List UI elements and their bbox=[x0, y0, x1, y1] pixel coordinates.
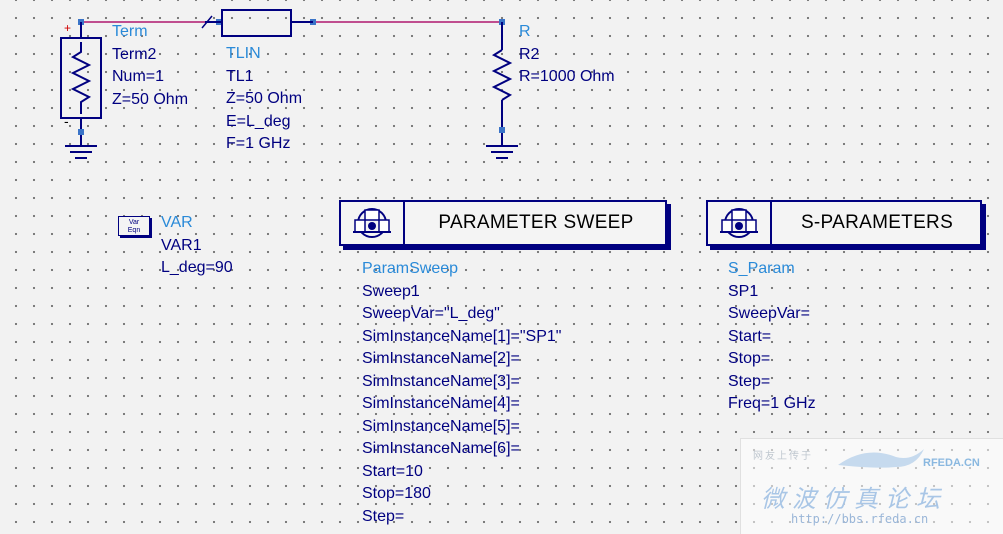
resistor-symbol bbox=[486, 22, 518, 159]
s-param-step: Step= bbox=[728, 372, 771, 390]
param-sweep-type-label: ParamSweep bbox=[362, 260, 459, 277]
term-instance-label: Term2 bbox=[112, 45, 157, 63]
param-sweep-sim-instance-6: SimInstanceName[6]= bbox=[362, 440, 520, 457]
tlin-param-e: E=L_deg bbox=[226, 112, 291, 130]
param-sweep-sim-instance-3: SimInstanceName[3]= bbox=[362, 372, 520, 390]
param-sweep-sim-instance-1: SimInstanceName[1]="SP1" bbox=[362, 327, 562, 345]
watermark-forum-name: 微波仿真论坛 bbox=[761, 485, 947, 513]
var-component-labels[interactable]: VAR VAR1 L_deg=90 bbox=[161, 212, 233, 280]
tlin-type-label: TLIN bbox=[226, 45, 261, 62]
watermark-upload-text: 网友上传于 bbox=[753, 451, 813, 462]
param-sweep-sweepvar: SweepVar="L_deg" bbox=[362, 305, 500, 322]
term-type-label: Term bbox=[112, 23, 148, 40]
tlin-component-labels[interactable]: TLIN TL1 Z=50 Ohm E=L_deg F=1 GHz bbox=[226, 43, 302, 156]
var-instance-label: VAR1 bbox=[161, 236, 202, 254]
var-param-l-deg: L_deg=90 bbox=[161, 259, 233, 276]
param-sweep-stop: Stop=180 bbox=[362, 485, 431, 502]
param-sweep-controller[interactable]: PARAMETER SWEEP bbox=[339, 200, 667, 246]
param-sweep-start: Start=10 bbox=[362, 462, 423, 480]
term-component-labels[interactable]: Term Term2 Num=1 Z=50 Ohm bbox=[112, 21, 188, 111]
watermark-brand: RFEDA.CN bbox=[923, 457, 980, 469]
term-minus-marker: - bbox=[64, 113, 69, 129]
var-type-label: VAR bbox=[161, 214, 193, 231]
site-watermark: 网友上传于 RFEDA.CN 微波仿真论坛 http://bbs.rfeda.c… bbox=[740, 438, 1003, 534]
resistor-component-labels[interactable]: R R2 R=1000 Ohm bbox=[519, 21, 615, 89]
s-parameters-controller[interactable]: S-PARAMETERS bbox=[706, 200, 982, 246]
bird-logo-icon bbox=[838, 449, 924, 468]
param-sweep-labels[interactable]: ParamSweep Sweep1 SweepVar="L_deg" SimIn… bbox=[362, 258, 561, 528]
term-plus-marker: + bbox=[64, 21, 72, 35]
param-sweep-sim-instance-4: SimInstanceName[4]= bbox=[362, 395, 520, 412]
var-eqn-icon[interactable]: Var Eqn bbox=[118, 216, 150, 236]
resistor-param-r: R=1000 Ohm bbox=[519, 68, 615, 85]
s-param-sweepvar: SweepVar= bbox=[728, 305, 810, 322]
term-param-num: Num=1 bbox=[112, 68, 165, 85]
param-sweep-sim-instance-5: SimInstanceName[5]= bbox=[362, 417, 520, 435]
tlin-symbol bbox=[201, 9, 313, 37]
param-sweep-step: Step= bbox=[362, 507, 405, 525]
watermark-url: http://bbs.rfeda.cn bbox=[791, 512, 929, 526]
param-sweep-title: PARAMETER SWEEP bbox=[438, 212, 634, 233]
s-param-stop: Stop= bbox=[728, 350, 771, 367]
tlin-instance-label: TL1 bbox=[226, 67, 254, 85]
s-param-start: Start= bbox=[728, 327, 772, 345]
s-param-instance-label: SP1 bbox=[728, 282, 759, 300]
param-sweep-sim-instance-2: SimInstanceName[2]= bbox=[362, 350, 520, 367]
resistor-instance-label: R2 bbox=[519, 45, 540, 63]
sim-controller-icon bbox=[341, 202, 405, 244]
s-param-type-label: S_Param bbox=[728, 260, 795, 277]
resistor-type-label: R bbox=[519, 23, 531, 40]
s-parameters-labels[interactable]: S_Param SP1 SweepVar= Start= Stop= Step=… bbox=[728, 258, 816, 416]
term-param-z: Z=50 Ohm bbox=[112, 90, 189, 108]
tlin-param-f: F=1 GHz bbox=[226, 135, 291, 152]
tlin-param-z: Z=50 Ohm bbox=[226, 90, 303, 107]
s-param-freq: Freq=1 GHz bbox=[728, 395, 816, 412]
sim-controller-icon bbox=[708, 202, 772, 244]
param-sweep-instance-label: Sweep1 bbox=[362, 282, 420, 300]
s-parameters-title: S-PARAMETERS bbox=[800, 212, 954, 233]
term-symbol bbox=[60, 22, 102, 159]
